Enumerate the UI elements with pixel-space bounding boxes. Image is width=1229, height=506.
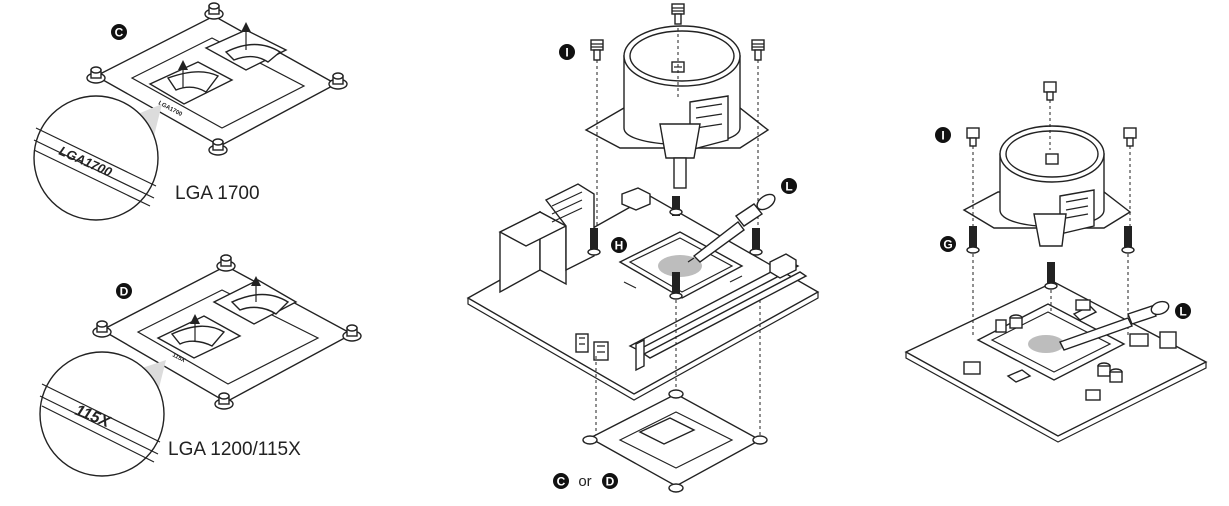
badge-l-1 (781, 178, 797, 194)
badge-h-label: H (615, 239, 624, 253)
assembly-backplate (582, 389, 768, 493)
badge-l-2-label: L (1179, 305, 1186, 319)
alignment-guides (595, 28, 761, 440)
thermal-paste-syringe (687, 193, 776, 263)
backplate-d-mark: 115X (171, 352, 186, 364)
badge-g (940, 236, 956, 252)
peel-arrow-icon (190, 276, 261, 342)
thermal-paste-final (1028, 335, 1064, 353)
magnifier-c (33, 95, 159, 221)
screw-top-right (751, 39, 765, 61)
badge-d-2-label: D (606, 475, 615, 489)
badge-d-label: D (120, 285, 129, 299)
pump-head (584, 25, 770, 189)
badge-d-2 (602, 473, 618, 489)
badge-c-2 (553, 473, 569, 489)
badge-c-2-label: C (557, 475, 566, 489)
screw-top-left (590, 39, 604, 61)
screw-top-center (671, 3, 685, 25)
badge-i-1-label: I (565, 46, 568, 60)
pump-head-final (962, 125, 1132, 247)
badge-c (111, 24, 127, 40)
board-components (963, 299, 1177, 401)
screws-final (966, 81, 1137, 290)
peel-arrow-icon (178, 22, 251, 88)
badge-d (116, 283, 132, 299)
badge-c-label: C (115, 26, 124, 40)
standoffs (587, 196, 763, 300)
badge-g-label: G (943, 238, 952, 252)
ram-slots (628, 253, 808, 372)
badge-l-1-label: L (785, 180, 792, 194)
board-headers (575, 333, 609, 361)
io-block (498, 183, 595, 294)
thermal-paste-syringe-final (1059, 300, 1170, 351)
badge-i-1 (559, 44, 575, 60)
badge-l-2 (1175, 303, 1191, 319)
backplate-d-group: D 115X 115X LGA 1200/115X (39, 254, 362, 477)
or-text: or (578, 473, 591, 490)
badge-h (611, 237, 627, 253)
backplate-c-group: C LGA1700 LGA1700 LGA 1700 (33, 2, 348, 221)
backplate-d-caption: LGA 1200/115X (168, 439, 301, 460)
small-connector (621, 187, 651, 211)
final-assembly: I G L (904, 81, 1208, 443)
badge-i-2-label: I (941, 129, 944, 143)
backplate-c-posts (86, 2, 348, 156)
exploded-assembly: I H L C or D (466, 3, 820, 493)
badge-i-2 (935, 127, 951, 143)
backplate-c-caption: LGA 1700 (175, 183, 260, 204)
backplate-d-posts (92, 254, 362, 410)
